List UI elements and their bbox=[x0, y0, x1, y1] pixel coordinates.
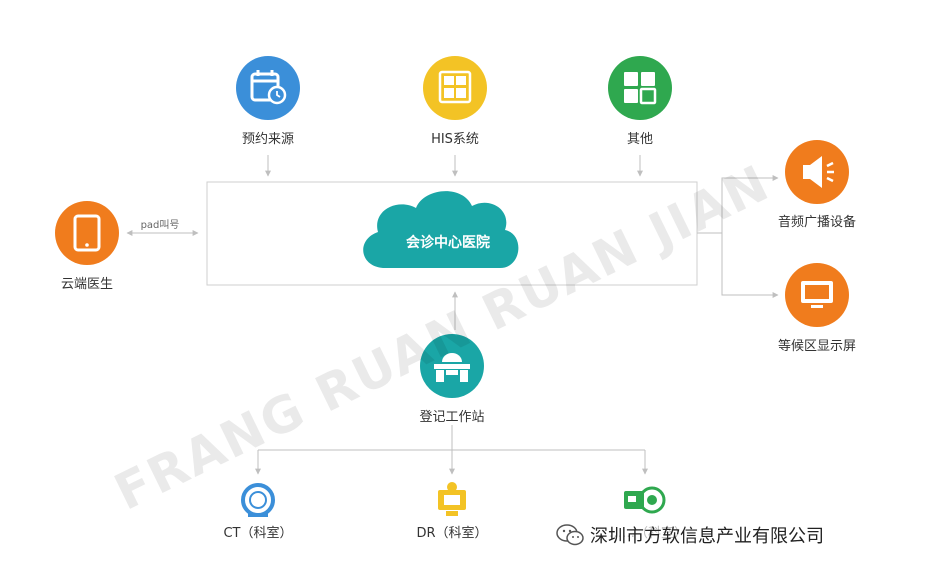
credit-text: 深圳市方软信息产业有限公司 bbox=[590, 526, 824, 547]
label-dr: DR（科室） bbox=[416, 526, 488, 541]
label-pad-call: pad叫号 bbox=[140, 220, 180, 231]
wechat-icon bbox=[556, 524, 584, 546]
label-his: HIS系统 bbox=[431, 132, 479, 147]
building-icon bbox=[420, 334, 484, 398]
connector-right-display bbox=[721, 233, 779, 298]
connector-right bbox=[697, 175, 779, 234]
tiles-icon bbox=[608, 56, 672, 120]
calendar-clock-icon bbox=[236, 56, 300, 120]
window-grid-icon bbox=[423, 56, 487, 120]
label-third-dept: ……（科室） bbox=[608, 526, 688, 541]
tablet-icon bbox=[55, 201, 119, 265]
label-center: 会诊中心医院 bbox=[406, 235, 490, 251]
label-cloud-doctor: 云端医生 bbox=[60, 277, 114, 292]
ct-scanner-icon bbox=[241, 483, 275, 517]
label-other: 其他 bbox=[626, 132, 654, 147]
label-display: 等候区显示屏 bbox=[777, 339, 857, 354]
monitor-icon bbox=[785, 263, 849, 327]
credit: 深圳市方软信息产业有限公司 bbox=[556, 522, 824, 548]
cloud-icon bbox=[363, 191, 519, 268]
label-appointment: 预约来源 bbox=[241, 132, 295, 147]
label-registration: 登记工作站 bbox=[419, 410, 485, 425]
equipment-icon bbox=[624, 486, 666, 514]
label-ct: CT（科室） bbox=[223, 526, 293, 541]
speaker-icon bbox=[785, 140, 849, 204]
label-audio: 音频广播设备 bbox=[777, 215, 857, 230]
dr-machine-icon bbox=[438, 482, 466, 516]
